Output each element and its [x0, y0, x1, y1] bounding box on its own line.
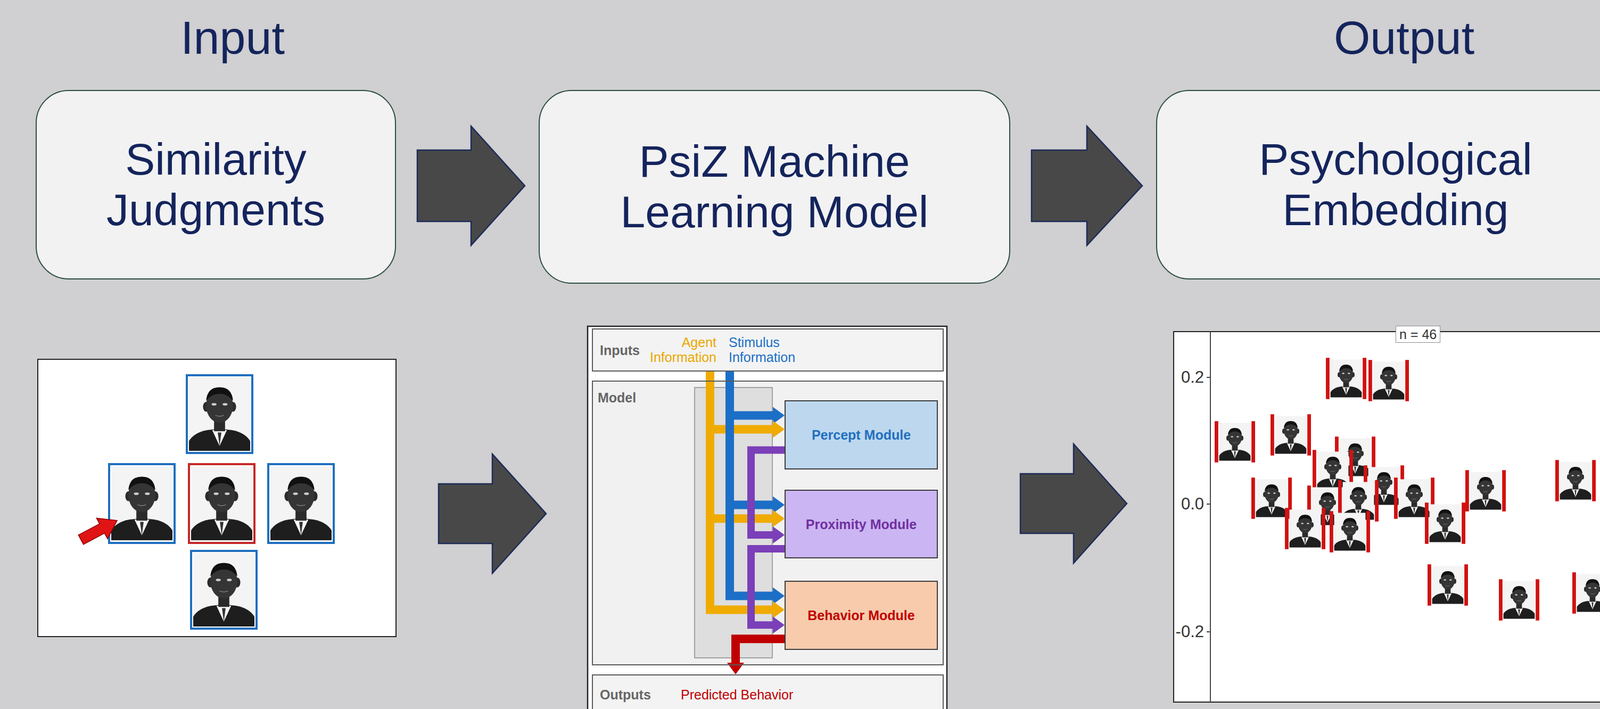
figure-frame [587, 326, 947, 709]
input-label: Stimulus Information [728, 334, 796, 366]
module-label: Percept Module [811, 426, 911, 443]
face-frame [191, 550, 257, 629]
module-label: Behavior Module [807, 607, 915, 624]
axis-tick-label: 0.0 [1181, 493, 1204, 514]
output-label: Predicted Behavior [680, 687, 794, 703]
image-panel [37, 359, 397, 637]
flow-line [710, 371, 773, 610]
process-box: PsiZ Machine Learning Model [538, 89, 1011, 284]
panel-ground [591, 380, 944, 666]
face-point [1368, 359, 1409, 402]
arrow-head [772, 509, 785, 527]
face-point [1572, 572, 1600, 614]
arrow-head [772, 421, 785, 439]
flow-arrow [751, 450, 785, 544]
block-arrow [438, 454, 547, 574]
face-point [1329, 510, 1371, 553]
flow-line [751, 450, 785, 536]
module-box: Behavior Module [784, 580, 938, 650]
column-heading: Output [1333, 9, 1475, 67]
box-label: PsiZ Machine Learning Model [598, 136, 951, 238]
arrow-head [772, 526, 785, 544]
panel-ground [591, 674, 944, 709]
panel-ground [591, 328, 944, 372]
face-frame [109, 464, 175, 543]
face-point [1424, 502, 1466, 544]
plot-frame [1173, 331, 1600, 703]
tick-mark [1206, 376, 1211, 378]
arrow-head [772, 601, 785, 619]
tick-mark [1206, 631, 1211, 633]
embedding-plot [1173, 331, 1600, 703]
face-point [1498, 579, 1540, 621]
process-box: Psychological Embedding [1156, 89, 1600, 280]
face-frame [186, 375, 253, 453]
face-photo [191, 466, 253, 541]
selection-arrow [75, 509, 123, 550]
box-label: Psychological Embedding [1209, 134, 1582, 236]
column-heading: Input [180, 9, 285, 67]
flow-line [710, 371, 773, 519]
face-point [1270, 414, 1311, 456]
arrow-head [772, 496, 785, 514]
process-box: Similarity Judgments [35, 89, 397, 280]
sample-size-label: n = 46 [1395, 325, 1441, 343]
outputs-panel: Outputs Predicted Behavior [591, 674, 944, 709]
face-photo [270, 466, 332, 541]
flow-arrow [751, 548, 785, 634]
model-panel: ModelPercept ModuleProximity ModuleBehav… [591, 380, 944, 666]
module-label: Proximity Module [805, 516, 917, 533]
face-point [1465, 469, 1506, 512]
panel-title: Outputs [599, 687, 651, 703]
y-axis [1209, 331, 1211, 703]
arrow-head [772, 587, 785, 605]
tick-mark [1206, 503, 1211, 505]
module-box: Proximity Module [784, 489, 938, 559]
query-frame [188, 464, 255, 543]
face-point [1427, 564, 1468, 606]
face-point [1555, 459, 1596, 502]
axis-tick-label: -0.2 [1175, 621, 1204, 642]
input-label: Agent Information [649, 334, 717, 366]
face-point [1284, 507, 1326, 550]
panel-title: Model [597, 390, 637, 406]
flow-line [729, 371, 773, 416]
block-arrow-shape [1031, 126, 1143, 246]
face-photo [188, 377, 251, 451]
face-photo [111, 466, 173, 541]
face-point [1325, 357, 1367, 400]
block-arrow [417, 126, 525, 246]
block-arrow [1031, 126, 1143, 246]
flow-line [735, 638, 785, 663]
trial-illustration [37, 359, 397, 637]
arrow-head [772, 616, 785, 634]
flow-arrow [727, 638, 785, 675]
block-arrow-shape [417, 126, 525, 246]
face-frame [268, 464, 334, 543]
face-photo [193, 553, 255, 627]
axis-tick-label: 0.2 [1181, 367, 1204, 387]
block-arrow [1020, 443, 1127, 564]
face-point [1214, 421, 1256, 463]
arrow-head [772, 407, 785, 425]
flow-line [751, 548, 785, 625]
model-figure [587, 326, 947, 709]
inputs-panel: Inputs Agent Information Stimulus Informat… [591, 328, 944, 372]
module-box: Percept Module [784, 400, 938, 470]
panel-title: Inputs [599, 342, 640, 358]
box-label: Similarity Judgments [56, 134, 376, 236]
